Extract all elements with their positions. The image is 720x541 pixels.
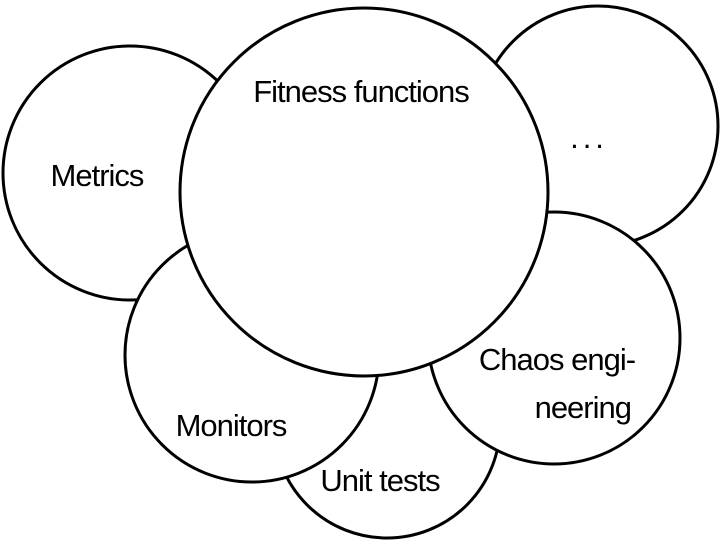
label-metrics: Metrics: [51, 158, 144, 193]
label-ellipsis: ...: [570, 120, 608, 155]
label-fitness-functions: Fitness functions: [253, 74, 469, 109]
label-monitors: Monitors: [176, 408, 287, 443]
label-unit-tests: Unit tests: [320, 463, 440, 498]
label-chaos-engineering-line2: neering: [535, 390, 631, 425]
label-chaos-engineering-line1: Chaos engi-: [479, 342, 635, 377]
bubble-fitness-functions-circle: [178, 6, 550, 378]
bubble-fitness-functions: [178, 6, 550, 378]
